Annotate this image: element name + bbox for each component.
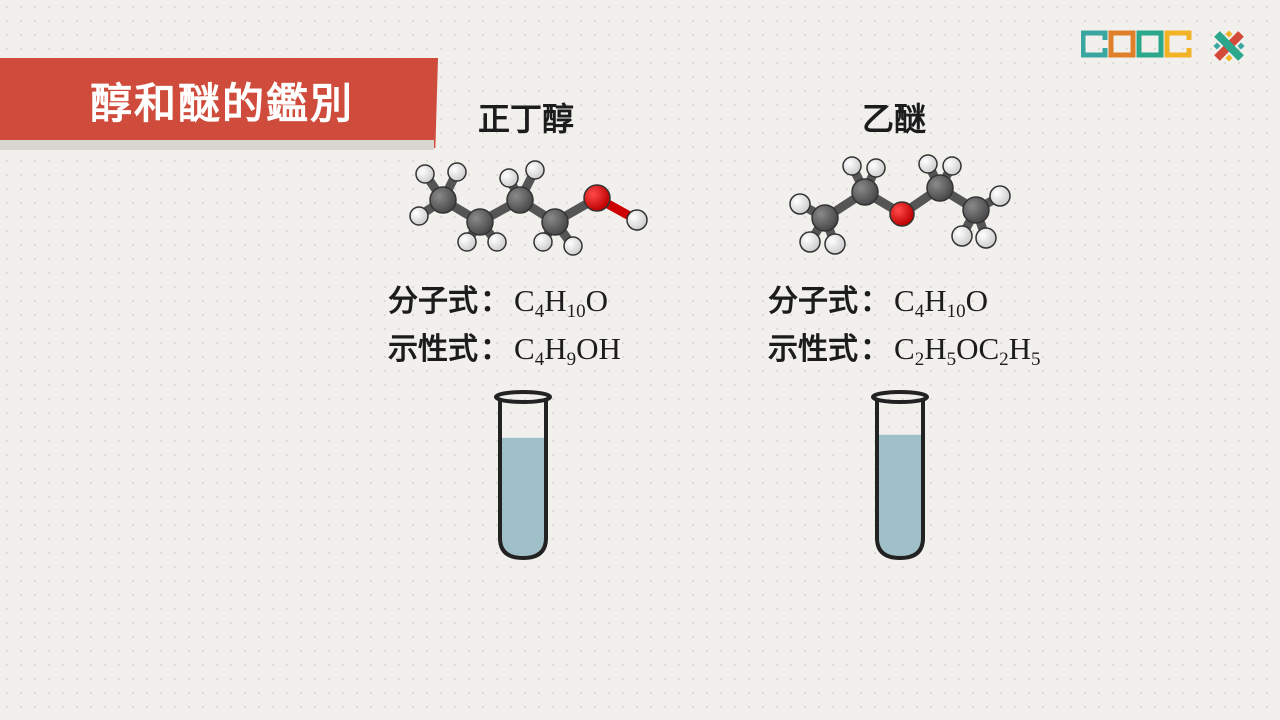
formula-text: OH — [576, 331, 621, 366]
formula-text: C — [894, 283, 915, 318]
butanol-structural-formula-row: 示性式：C4H9OH — [388, 324, 621, 371]
formula-subscript: 4 — [914, 301, 925, 322]
formula-subscript: 10 — [566, 301, 586, 322]
ether-molecular-formula-row: 分子式：C4H10O — [768, 276, 988, 323]
title-banner-shadow — [0, 140, 434, 150]
formula-subscript: 4 — [534, 349, 545, 370]
ether-test-tube — [871, 390, 929, 561]
cross-pattern-icon — [1213, 30, 1245, 62]
formula-subscript: 2 — [914, 349, 925, 370]
molecular-formula-label: 分子式 — [768, 284, 858, 319]
formula-text: C — [514, 283, 535, 318]
formula-text: H — [924, 283, 947, 318]
formula-subscript: 5 — [946, 349, 957, 370]
formula-text: OC — [956, 331, 1000, 366]
butanol-test-tube — [494, 390, 552, 561]
ether-structural-formula-row: 示性式：C2H5OC2H5 — [768, 324, 1041, 371]
molecular-formula-label: 分子式 — [388, 284, 478, 319]
structural-formula: C4H9OH — [514, 331, 621, 370]
colon: ： — [480, 332, 510, 367]
butanol-molecular-formula-row: 分子式：C4H10O — [388, 276, 608, 323]
formula-subscript: 10 — [946, 301, 966, 322]
formula-subscript: 9 — [566, 349, 577, 370]
formula-text: H — [924, 331, 947, 366]
colon: ： — [480, 284, 510, 319]
formula-subscript: 5 — [1031, 349, 1041, 370]
ether-liquid — [879, 434, 921, 556]
formula-text: H — [544, 331, 567, 366]
butanol-title: 正丁醇 — [478, 100, 575, 138]
formula-text: C — [514, 331, 535, 366]
structural-formula-label: 示性式 — [388, 332, 478, 367]
butanol-liquid — [502, 437, 544, 556]
formula-text: C — [894, 331, 915, 366]
formula-subscript: 2 — [999, 349, 1009, 370]
formula-text: H — [544, 283, 567, 318]
ether-molecule — [789, 154, 1011, 255]
structural-formula-label: 示性式 — [768, 332, 858, 367]
structural-formula: C2H5OC2H5 — [894, 331, 1041, 370]
colon: ： — [860, 332, 890, 367]
molecular-formula: C4H10O — [894, 283, 988, 322]
formula-text: O — [965, 283, 988, 318]
butanol-molecule — [409, 160, 648, 256]
formula-text: H — [1008, 331, 1032, 366]
cooc-logo — [1081, 30, 1192, 58]
page-title: 醇和醚的鑑別 — [90, 79, 355, 128]
molecular-formula: C4H10O — [514, 283, 608, 322]
colon: ： — [860, 284, 890, 319]
formula-subscript: 4 — [534, 301, 545, 322]
formula-text: O — [585, 283, 608, 318]
title-banner — [0, 58, 438, 148]
ether-title: 乙醚 — [862, 100, 927, 138]
